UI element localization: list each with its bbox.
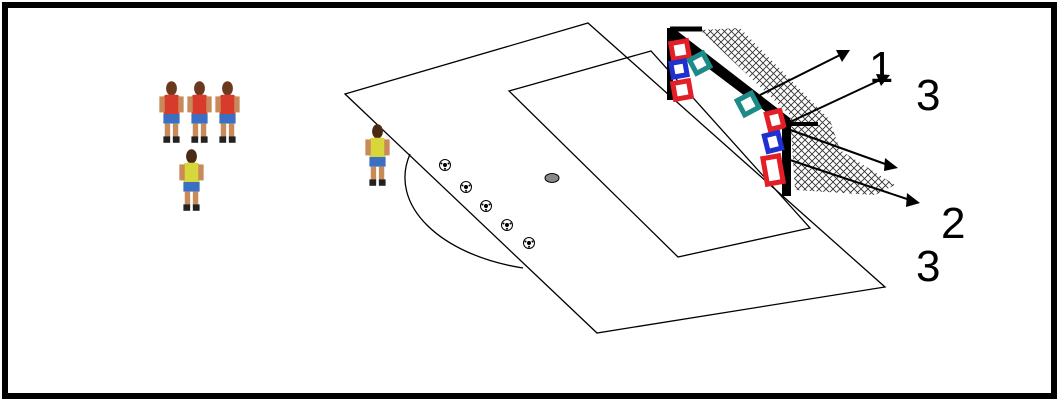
target-group-left	[671, 41, 710, 100]
goal-net-icon	[700, 28, 895, 195]
red-player-group	[159, 81, 239, 143]
ball-row	[440, 160, 535, 249]
player-yellow-icon	[179, 149, 203, 211]
penalty-arc	[405, 154, 523, 268]
penalty-spot	[545, 174, 559, 183]
soccer-ball-icon	[524, 238, 535, 249]
target-group-right	[737, 93, 784, 184]
soccer-ball-icon	[461, 182, 472, 193]
shot-count-top: 3	[916, 71, 940, 120]
player-red-icon	[187, 81, 211, 143]
soccer-ball-icon	[440, 160, 451, 171]
player-red-icon	[159, 81, 183, 143]
shot-count-bottom: 3	[916, 242, 940, 291]
player-red-icon	[215, 81, 239, 143]
soccer-ball-icon	[502, 220, 513, 231]
outer-frame	[5, 5, 1054, 396]
target-label-1: 1	[869, 43, 893, 92]
target-label-2: 2	[941, 199, 965, 248]
soccer-ball-icon	[481, 201, 492, 212]
